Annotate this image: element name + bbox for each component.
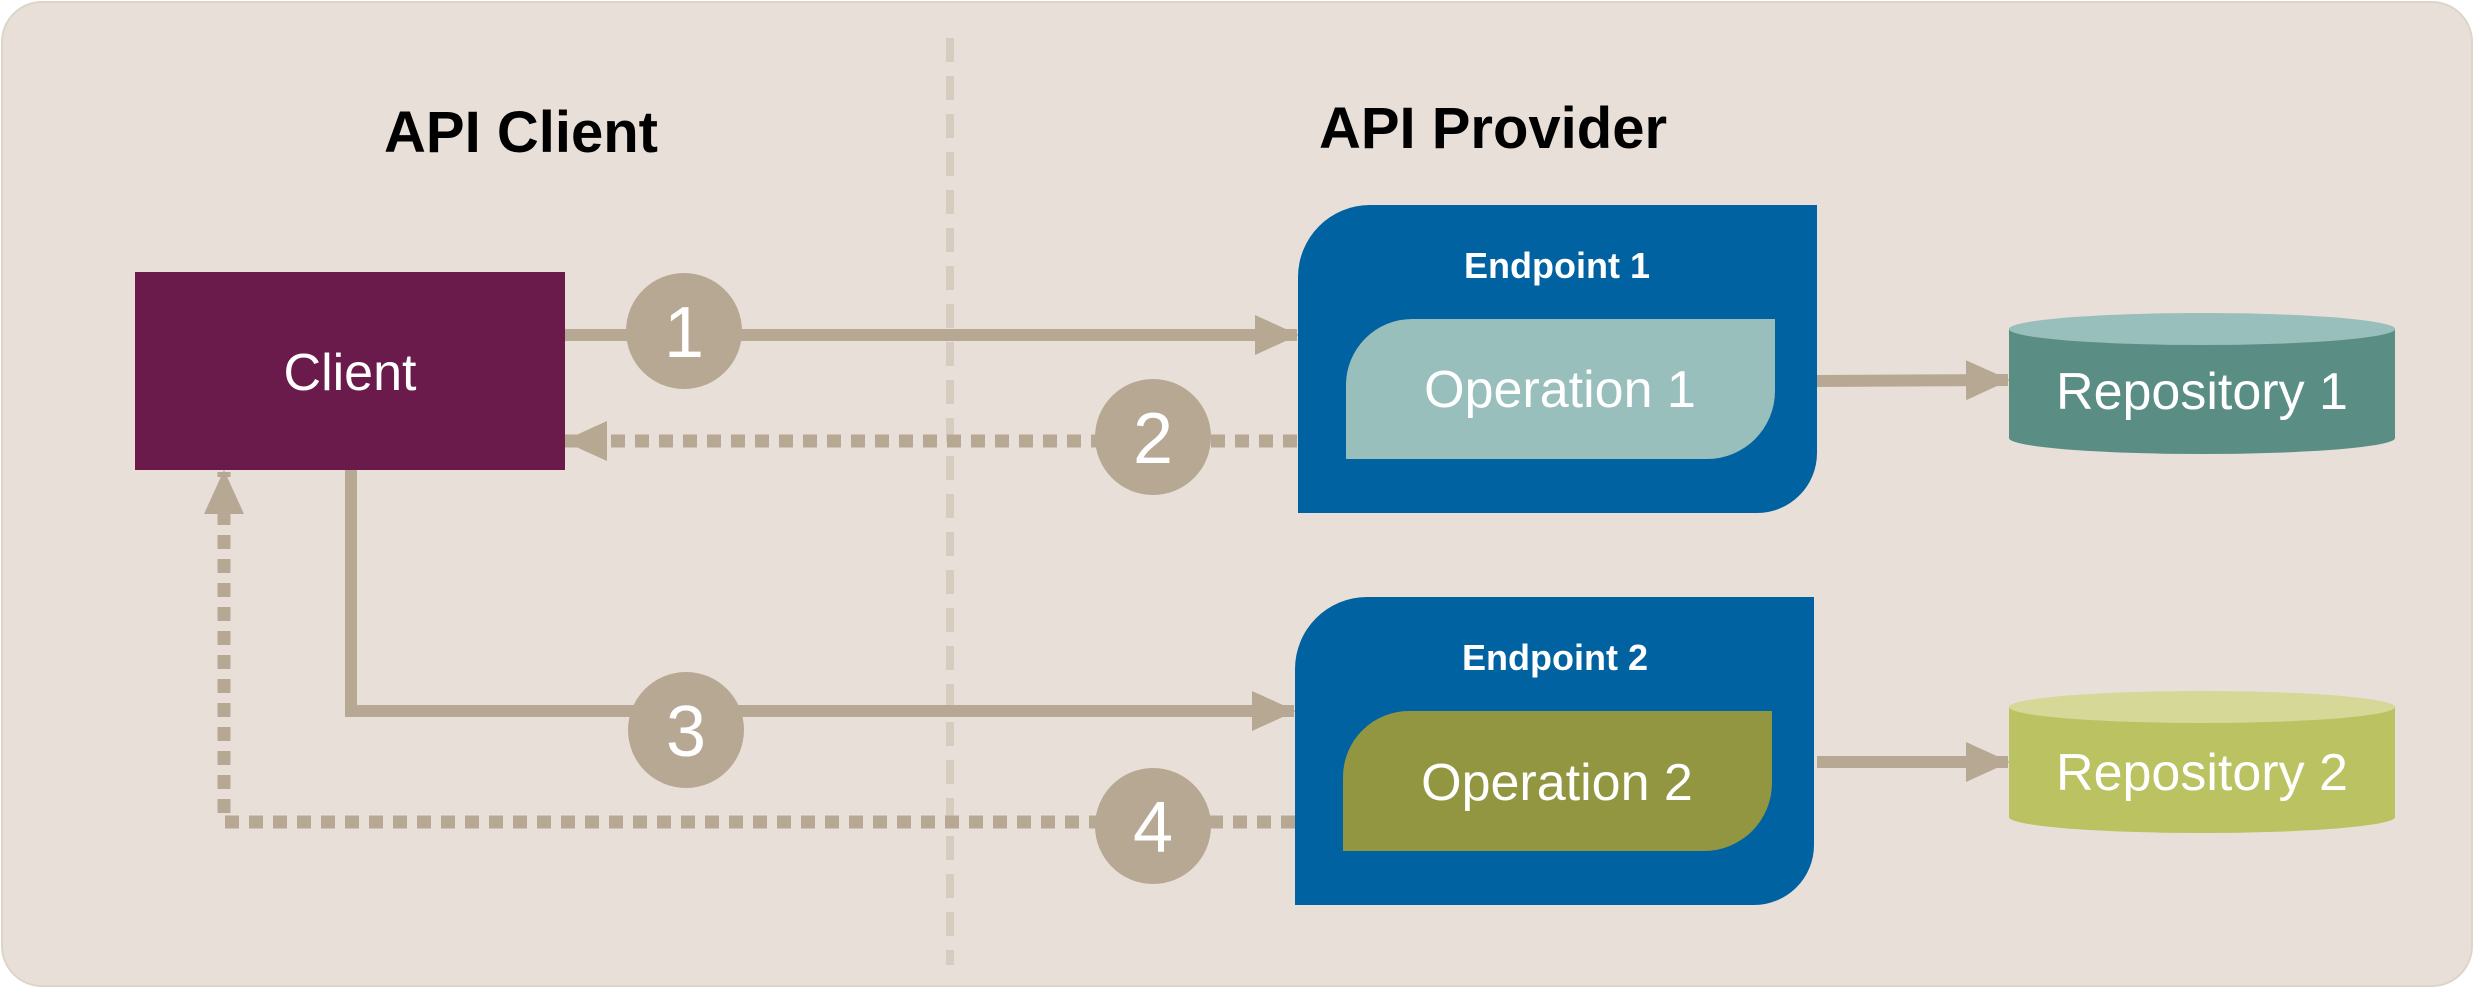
step-2-badge: 2	[1095, 379, 1211, 495]
step-4-badge: 4	[1095, 768, 1211, 884]
operation-1-box	[1346, 319, 1775, 459]
step-2-number: 2	[1133, 399, 1173, 479]
operation-2-label: Operation 2	[1421, 754, 1693, 812]
endpoint-2-title: Endpoint 2	[1462, 637, 1648, 678]
operation-1-label: Operation 1	[1424, 361, 1696, 419]
operation-2-box	[1343, 710, 1772, 851]
client-label: Client	[284, 344, 417, 402]
client-box	[135, 272, 565, 470]
arrow-request-3	[345, 470, 1296, 731]
endpoint-1-title: Endpoint 1	[1464, 245, 1650, 286]
step-3-badge: 3	[628, 672, 744, 788]
api-provider-heading: API Provider	[1319, 96, 1667, 161]
api-client-heading: API Client	[384, 100, 658, 165]
step-1-number: 1	[664, 293, 704, 373]
repository-1-label: Repository 1	[2056, 363, 2348, 421]
repository-2-label: Repository 2	[2056, 744, 2348, 802]
arrow-response-4	[204, 470, 1295, 829]
step-1-badge: 1	[626, 273, 742, 389]
step-3-number: 3	[666, 692, 706, 772]
repository-2-cylinder	[2009, 691, 2395, 833]
arrow-endpoint1-repository1	[1816, 360, 2010, 401]
repository-1-cylinder	[2009, 313, 2395, 454]
step-4-number: 4	[1133, 788, 1173, 868]
